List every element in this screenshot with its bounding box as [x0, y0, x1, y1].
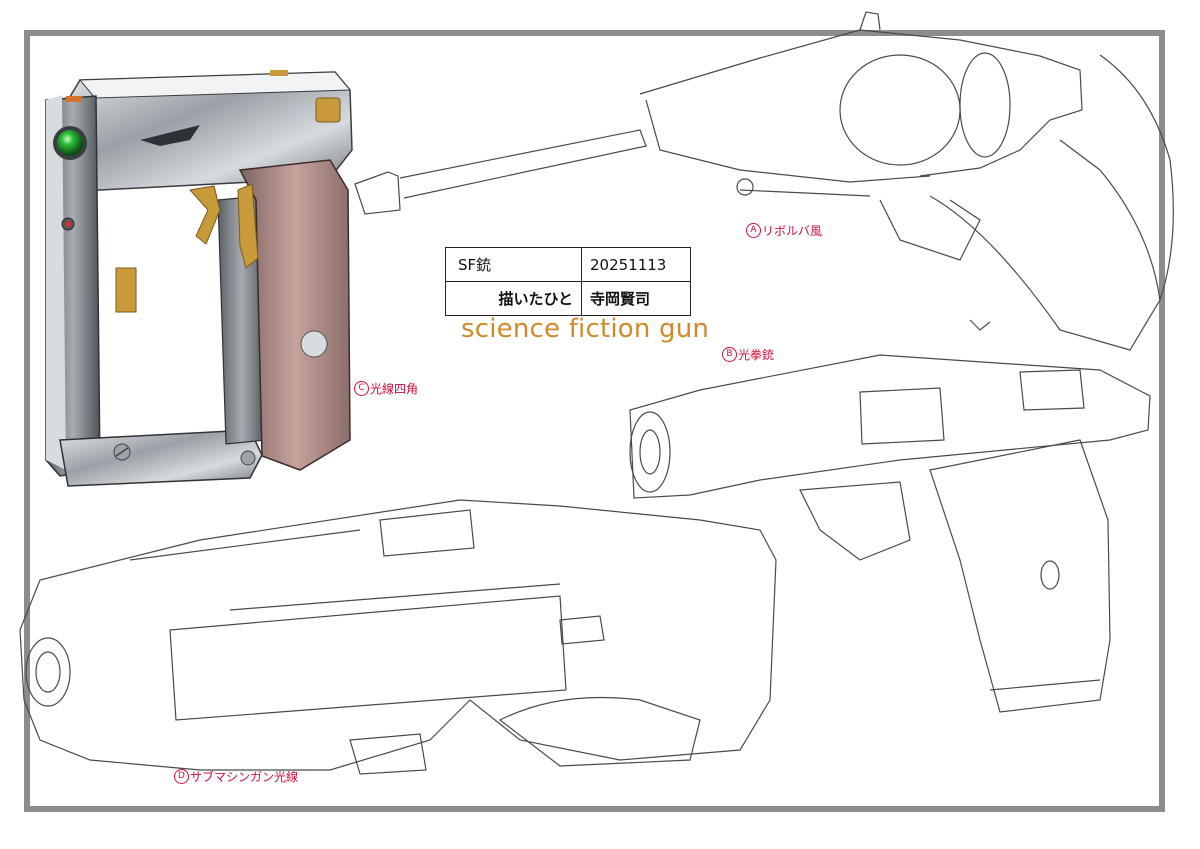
gun-c-rendered	[45, 70, 353, 487]
label-b: B 光拳銃	[722, 346, 774, 363]
label-d-mark: D	[174, 769, 189, 784]
label-c-text: 光線四角	[370, 382, 419, 396]
subtitle: science fiction gun	[461, 314, 710, 344]
label-d-text: サブマシンガン光線	[190, 770, 299, 784]
label-d: D サブマシンガン光線	[174, 768, 298, 785]
title-block: SF銃 20251113 描いたひと 寺岡賢司	[445, 247, 691, 316]
gun-a-sketch	[354, 11, 1174, 351]
label-b-text: 光拳銃	[738, 348, 775, 362]
label-a: A リボルバ風	[746, 222, 822, 239]
artist-label: 描いたひと	[445, 281, 582, 316]
artist-name: 寺岡賢司	[581, 281, 691, 316]
label-c: C 光線四角	[354, 380, 418, 397]
gun-b-sketch	[629, 319, 1151, 713]
label-a-text: リボルバ風	[762, 224, 823, 238]
label-c-mark: C	[354, 381, 369, 396]
drawing-frame	[24, 30, 1165, 812]
label-b-mark: B	[722, 347, 737, 362]
label-a-mark: A	[746, 223, 761, 238]
date-value: 20251113	[581, 247, 691, 282]
gun-d-sketch	[19, 499, 777, 775]
title-label: SF銃	[445, 247, 582, 282]
